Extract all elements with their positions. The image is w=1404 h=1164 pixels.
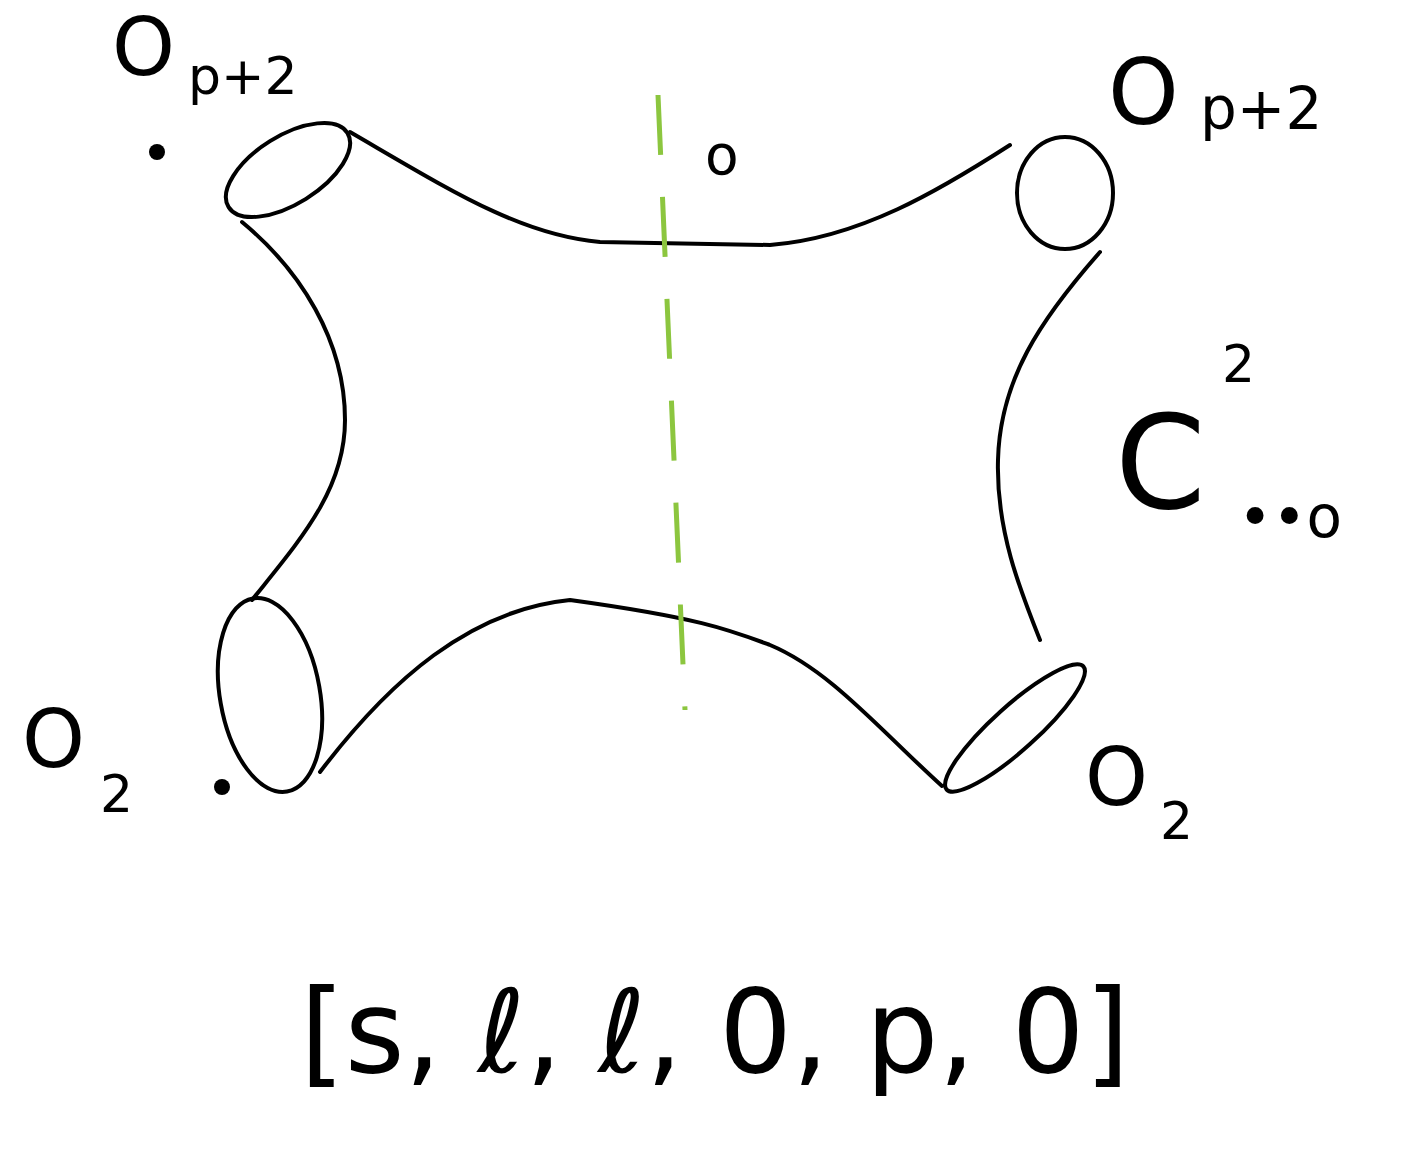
boundary-circle	[1017, 137, 1113, 249]
coefficient-subscript: ••o	[1238, 488, 1342, 546]
operator-subscript: 2	[100, 768, 133, 820]
operator-name: O	[112, 8, 175, 88]
bottom-edge	[320, 600, 942, 786]
boundary-circle	[211, 104, 366, 236]
operator-name: O	[1085, 738, 1148, 818]
cut-label: o	[705, 128, 739, 183]
operator-subscript: p+2	[1200, 80, 1322, 138]
operator-subscript: 2	[1160, 795, 1193, 847]
point-dot	[214, 779, 230, 795]
top-edge	[350, 132, 1010, 245]
operator-name: O	[1108, 48, 1179, 138]
right-edge	[998, 252, 1100, 640]
operator-name: O	[22, 700, 85, 780]
representation-label: [s, ℓ, ℓ, 0, p, 0]	[300, 975, 1130, 1090]
boundary-circle	[204, 590, 337, 800]
cut-line	[658, 95, 685, 710]
coefficient-superscript: 2	[1222, 338, 1255, 390]
coefficient-name: C	[1115, 398, 1206, 528]
left-edge	[242, 222, 345, 600]
boundary-circle	[932, 650, 1098, 806]
point-dot	[149, 144, 165, 160]
operator-subscript: p+2	[188, 50, 298, 102]
